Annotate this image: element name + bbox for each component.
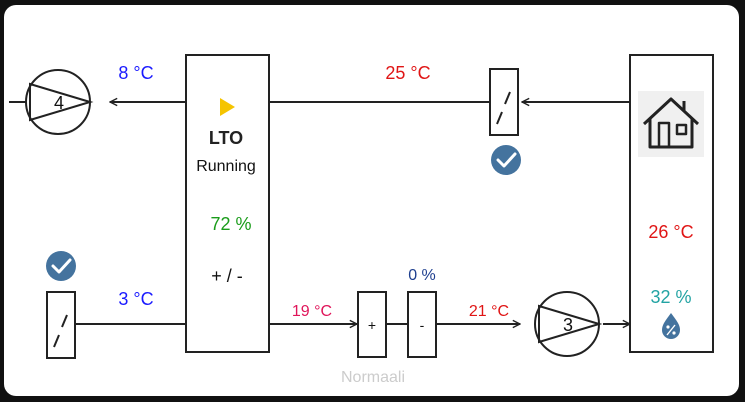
house-icon — [642, 97, 700, 149]
supply-temperature: 21 °C — [469, 303, 509, 320]
supply-fan[interactable]: 3 — [534, 291, 603, 357]
heater-output: 0 % — [408, 267, 436, 284]
extract-check-icon — [491, 145, 521, 175]
exhaust-fan-number: 4 — [54, 93, 64, 113]
extract-in-temperature: 25 °C — [385, 63, 430, 83]
status-text: Normaali — [341, 369, 405, 386]
room-humidity: 32 % — [650, 287, 691, 307]
outdoor-check-icon — [46, 251, 76, 281]
heater-plus-button[interactable]: + — [357, 291, 387, 358]
extract-damper[interactable] — [489, 68, 519, 136]
fan-triangle-icon — [29, 82, 94, 122]
play-icon — [220, 98, 235, 116]
lto-state: Running — [196, 158, 256, 175]
exhaust-out-temperature: 8 °C — [118, 63, 153, 83]
ventilation-card: 4 3 LTO Running 72 % + / - + — [4, 5, 739, 396]
fan-triangle-icon — [538, 304, 603, 344]
room-temperature: 26 °C — [648, 222, 693, 242]
supply-fan-number: 3 — [563, 315, 573, 335]
lto-title: LTO — [209, 128, 243, 148]
heater-minus-button[interactable]: - — [407, 291, 437, 358]
heater-plus-label: + — [368, 317, 376, 333]
water-drop-percent-icon — [662, 313, 680, 339]
lto-adjust[interactable]: + / - — [211, 266, 243, 286]
lto-unit[interactable]: LTO Running 72 % + / - — [185, 54, 270, 353]
outdoor-in-temperature: 3 °C — [118, 289, 153, 309]
outdoor-damper[interactable] — [46, 291, 76, 359]
room-box[interactable]: 26 °C 32 % — [629, 54, 714, 353]
exhaust-fan[interactable]: 4 — [25, 69, 94, 135]
after-lto-temperature: 19 °C — [292, 303, 332, 320]
ventilation-diagram: 4 3 LTO Running 72 % + / - + — [9, 54, 714, 386]
heater-minus-label: - — [420, 317, 425, 333]
lto-efficiency: 72 % — [210, 214, 251, 234]
